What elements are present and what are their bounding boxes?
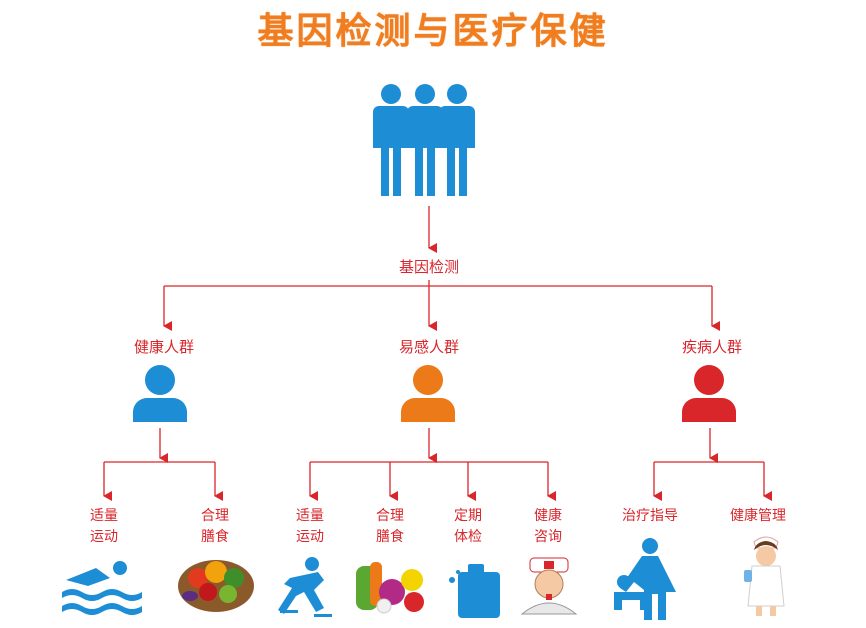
page-title: 基因检测与医疗保健	[257, 11, 609, 52]
group-label-susceptible: 易感人群	[398, 338, 460, 356]
medical-checkup-icon	[449, 564, 500, 618]
susceptible-person-icon	[401, 365, 455, 422]
susceptible-child-exercise: 适量运动	[296, 508, 324, 545]
nurse-consultant-icon	[520, 557, 578, 615]
susceptible-child-consult: 健康咨询	[534, 508, 562, 545]
disease-child-management: 健康管理	[730, 508, 786, 524]
susceptible-child-checkup: 定期体检	[454, 508, 482, 545]
swimming-icon	[62, 561, 142, 615]
susceptible-child-diet: 合理膳食	[376, 508, 404, 545]
healthy-person-icon	[133, 365, 187, 422]
group-label-disease: 疾病人群	[681, 338, 743, 356]
healthy-child-exercise: 适量运动	[90, 508, 118, 545]
group-label-healthy: 健康人群	[133, 338, 195, 356]
vegetable-basket-icon	[178, 560, 254, 612]
root-label: 基因检测	[398, 258, 460, 276]
disease-person-icon	[682, 365, 736, 422]
vegetables-icon	[356, 562, 424, 614]
disease-child-treatment: 治疗指导	[622, 508, 678, 524]
people-group-icon	[373, 84, 475, 196]
nurse-icon	[744, 536, 785, 616]
healthy-child-diet: 合理膳食	[201, 508, 229, 545]
treatment-guidance-icon	[614, 538, 676, 620]
skating-icon	[278, 557, 332, 617]
